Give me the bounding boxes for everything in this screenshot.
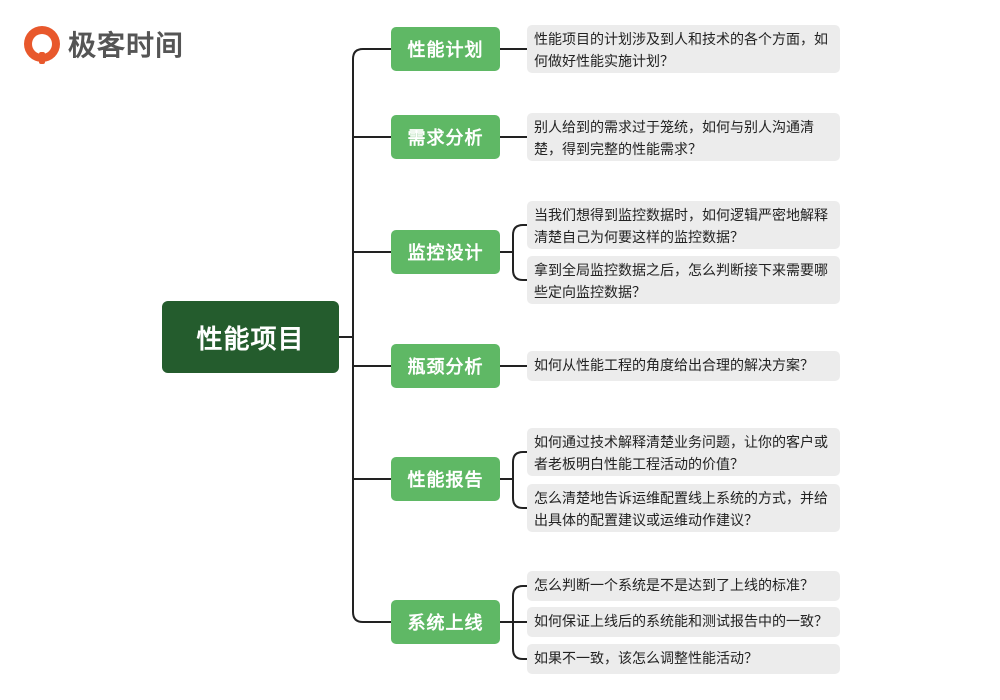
branch-node: 系统上线 (391, 600, 500, 644)
leaf-node: 如何从性能工程的角度给出合理的解决方案？ (527, 351, 840, 381)
root-node: 性能项目 (162, 301, 339, 373)
leaf-node: 怎么清楚地告诉运维配置线上系统的方式，并给出具体的配置建议或运维动作建议？ (527, 484, 840, 532)
leaf-node: 如何通过技术解释清楚业务问题，让你的客户或者老板明白性能工程活动的价值？ (527, 428, 840, 476)
leaf-node: 如果不一致，该怎么调整性能活动？ (527, 644, 840, 674)
leaf-node: 性能项目的计划涉及到人和技术的各个方面，如何做好性能实施计划？ (527, 25, 840, 73)
leaf-node: 如何保证上线后的系统能和测试报告中的一致？ (527, 607, 840, 637)
logo-icon (24, 26, 60, 64)
leaf-node: 怎么判断一个系统是不是达到了上线的标准？ (527, 571, 840, 601)
leaf-node: 当我们想得到监控数据时，如何逻辑严密地解释清楚自己为何要这样的监控数据？ (527, 201, 840, 249)
branch-node: 需求分析 (391, 115, 500, 159)
branch-node: 性能计划 (391, 27, 500, 71)
branch-node: 性能报告 (391, 457, 500, 501)
leaf-node: 别人给到的需求过于笼统，如何与别人沟通清楚，得到完整的性能需求？ (527, 113, 840, 161)
branch-node: 瓶颈分析 (391, 344, 500, 388)
leaf-node: 拿到全局监控数据之后，怎么判断接下来需要哪些定向监控数据？ (527, 256, 840, 304)
branch-node: 监控设计 (391, 230, 500, 274)
logo-text: 极客时间 (68, 29, 185, 62)
logo: 极客时间 (24, 22, 184, 66)
